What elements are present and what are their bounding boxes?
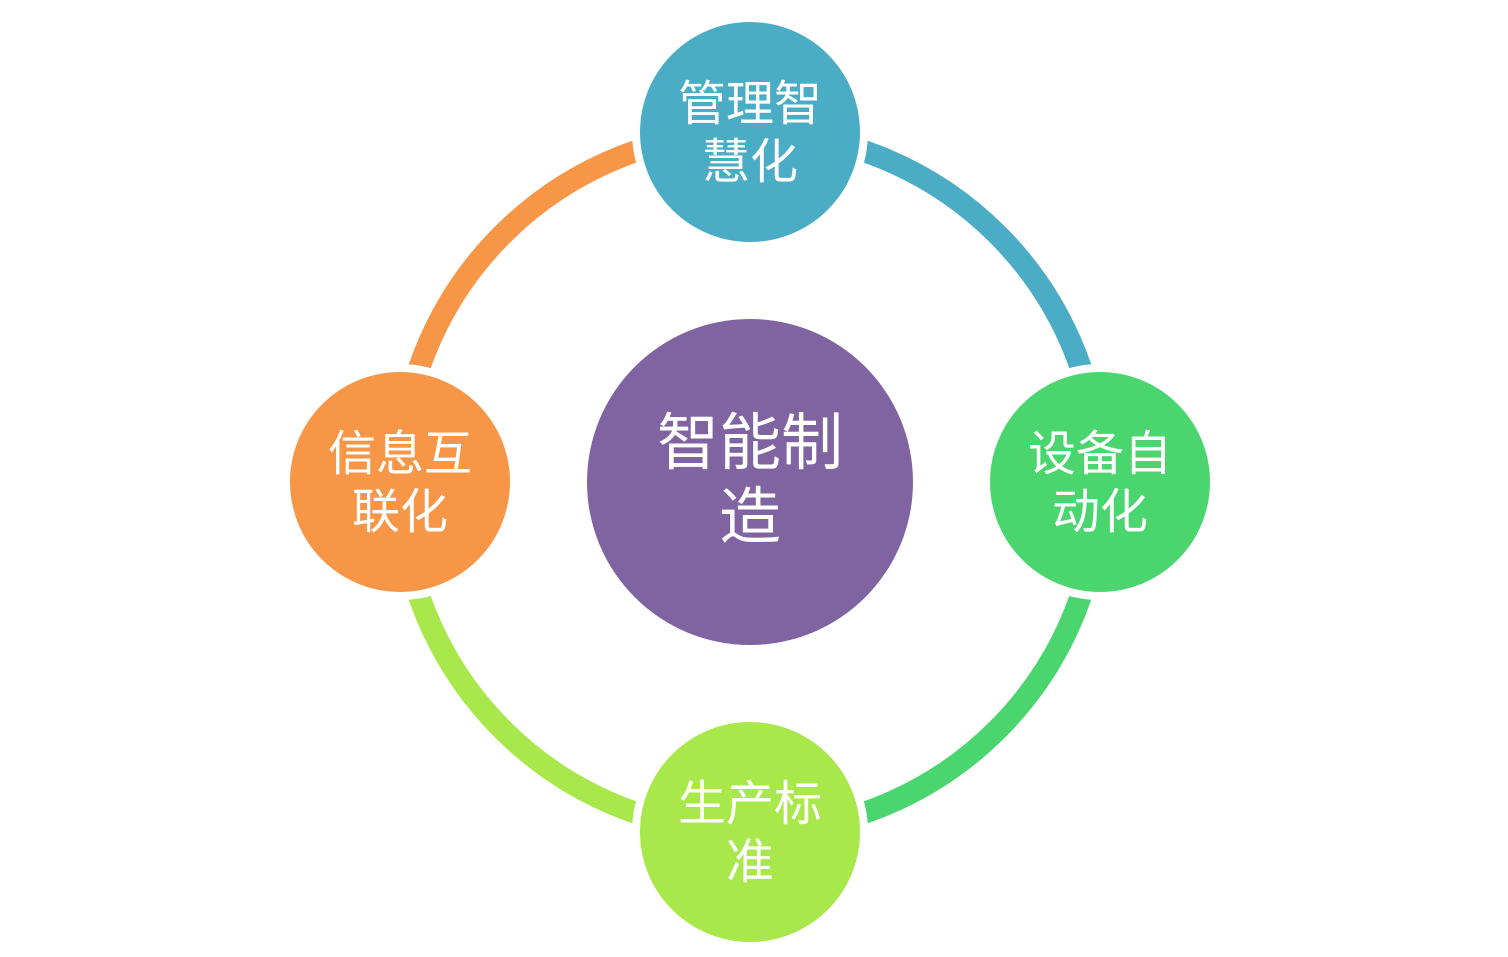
node-label-line: 动化: [1052, 484, 1148, 540]
node-label-line: 慧化: [702, 134, 798, 190]
node-label-line: 设备自: [1028, 426, 1172, 482]
center-circle: [587, 319, 913, 645]
center-label-line: 智能制: [657, 406, 843, 479]
node-label-line: 准: [726, 834, 774, 890]
node-label-line: 生产标: [678, 776, 822, 832]
node-label-line: 联化: [352, 484, 448, 540]
center-label-line: 造: [719, 480, 781, 553]
node-circle-bottom: [632, 714, 868, 950]
node-circle-top: [632, 14, 868, 250]
node-label-line: 信息互: [328, 426, 472, 482]
node-circle-right: [982, 364, 1218, 600]
node-label-line: 管理智: [678, 76, 822, 132]
node-circle-left: [282, 364, 518, 600]
